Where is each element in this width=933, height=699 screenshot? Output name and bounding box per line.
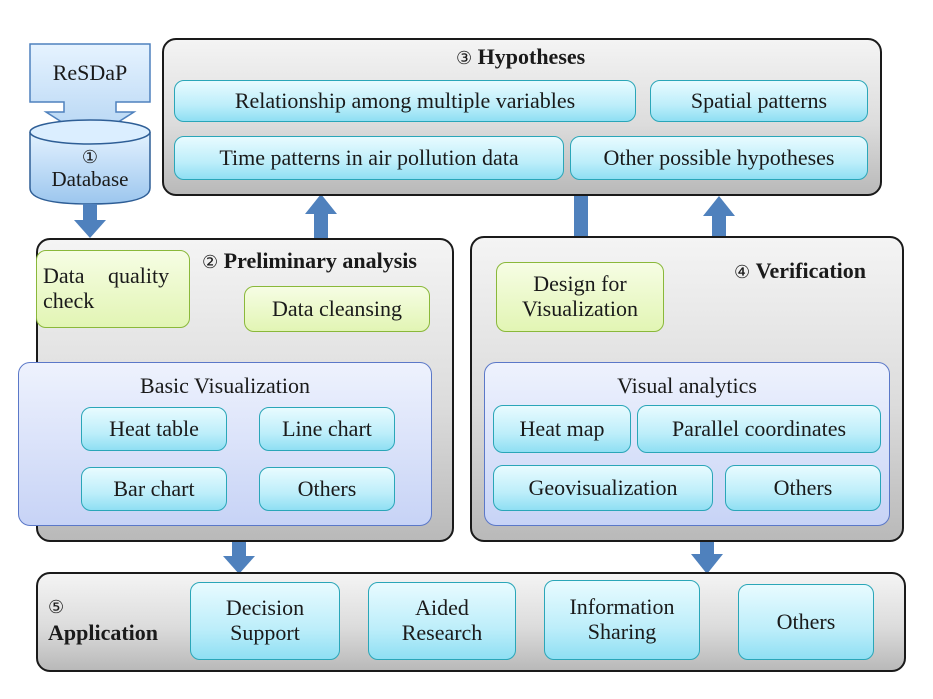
basic-vis-item: Others — [259, 467, 395, 511]
visual-analytics-item: Others — [725, 465, 881, 511]
design-line1: Design for — [533, 271, 627, 297]
resdap-label: ReSDaP — [52, 59, 128, 85]
preliminary-title-text: Preliminary analysis — [223, 248, 417, 273]
verification-number: ④ — [734, 262, 751, 283]
application-title: ⑤ Application — [48, 596, 158, 648]
visual-analytics-item: Parallel coordinates — [637, 405, 881, 453]
application-title-text: Application — [48, 620, 159, 646]
database-cylinder — [29, 119, 151, 205]
basic-vis-item: Line chart — [259, 407, 395, 451]
visual-analytics-title: Visual analytics — [617, 373, 757, 398]
quality-check-line1: Data quality — [43, 263, 170, 289]
basic-visualization-group: Basic Visualization Heat table Line char… — [18, 362, 432, 526]
basic-vis-title: Basic Visualization — [140, 373, 310, 398]
application-item-line1: Others — [776, 608, 836, 634]
data-quality-check-box: Data quality check — [36, 250, 190, 328]
application-number: ⑤ — [48, 597, 65, 618]
basic-vis-item: Heat table — [81, 407, 227, 451]
hypothesis-item: Time patterns in air pollution data — [174, 136, 564, 180]
visual-analytics-item: Heat map — [493, 405, 631, 453]
data-cleansing-box: Data cleansing — [244, 286, 430, 332]
hypothesis-item: Spatial patterns — [650, 80, 868, 122]
database-number: ① — [81, 147, 99, 169]
hypotheses-title: ③ Hypotheses — [456, 44, 585, 70]
design-for-visualization-box: Design for Visualization — [496, 262, 664, 332]
application-panel: ⑤ Application Decision Support Aided Res… — [36, 572, 906, 672]
application-item-line1: Decision — [225, 595, 305, 621]
preliminary-number: ② — [202, 252, 219, 273]
preliminary-title: ② Preliminary analysis — [202, 248, 417, 274]
basic-vis-item: Bar chart — [81, 467, 227, 511]
quality-check-line2: check — [43, 288, 95, 313]
application-item-line2: Support — [230, 620, 300, 645]
application-item-line2: Research — [401, 620, 483, 645]
hypotheses-title-text: Hypotheses — [477, 44, 586, 69]
design-line2: Visualization — [522, 296, 638, 321]
hypothesis-item: Relationship among multiple variables — [174, 80, 636, 122]
database-label: Database — [51, 167, 129, 192]
application-item: Decision Support — [190, 582, 340, 660]
visual-analytics-group: Visual analytics Heat map Parallel coord… — [484, 362, 890, 526]
database-label-group: ① Database — [30, 142, 150, 198]
hypotheses-number: ③ — [456, 48, 473, 69]
hypotheses-panel: ③ Hypotheses Relationship among multiple… — [162, 38, 882, 196]
application-item: Aided Research — [368, 582, 516, 660]
application-item-line2: Sharing — [587, 619, 657, 644]
application-item-line1: Aided — [415, 595, 469, 621]
application-item: Information Sharing — [544, 580, 700, 660]
application-item-line1: Information — [569, 594, 675, 620]
application-item: Others — [738, 584, 874, 660]
verification-title: ④ Verification — [734, 258, 866, 284]
visual-analytics-item: Geovisualization — [493, 465, 713, 511]
verification-title-text: Verification — [755, 258, 867, 283]
hypothesis-item: Other possible hypotheses — [570, 136, 868, 180]
